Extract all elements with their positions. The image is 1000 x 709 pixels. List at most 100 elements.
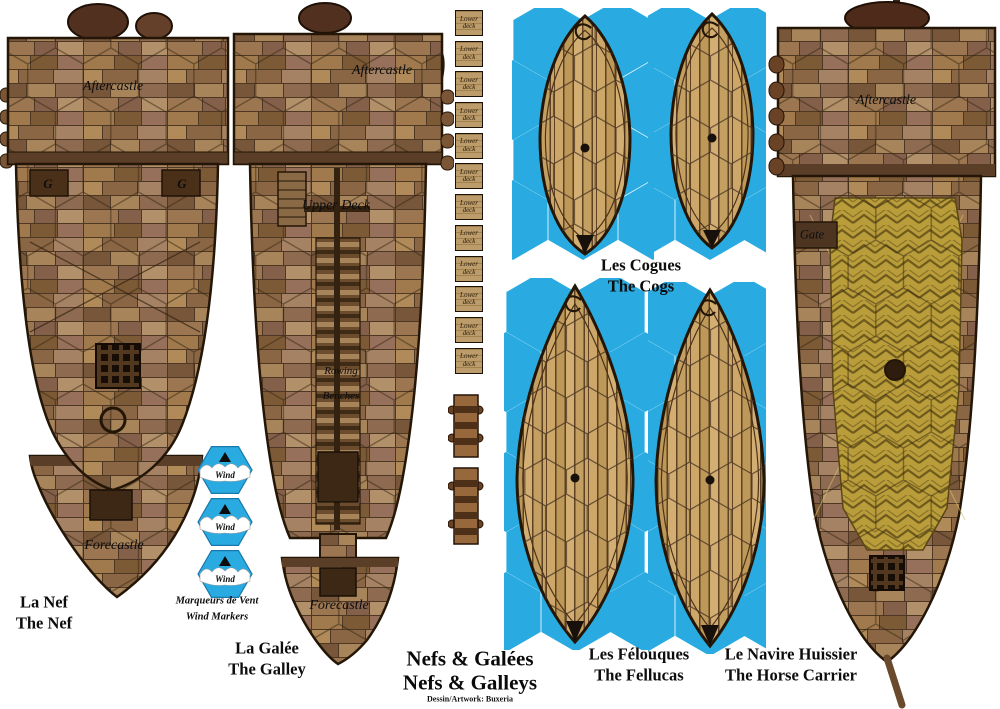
hc-gate-plank (794, 221, 838, 249)
galley-mast (334, 168, 340, 530)
lower-deck-marker: Lower deck (455, 40, 483, 67)
nef-art (0, 3, 230, 599)
sheet-title-fr: Nefs & Galées (406, 646, 534, 671)
wind-label: Wind (215, 470, 235, 480)
nef-forecastle-label: Forecastle (84, 538, 144, 553)
galley-name: La Galée The Galley (228, 638, 305, 679)
nef-aftercastle-section (6, 36, 230, 166)
galley-forecastle-label: Forecastle (309, 598, 369, 613)
galley-upper-deck-label: Upper Deck (301, 198, 371, 213)
cogs-name: Les Cogues The Cogs (601, 255, 681, 296)
sheet-title: Nefs & Galées Nefs & Galleys (403, 647, 537, 694)
wind-markers-art (197, 446, 253, 598)
lower-deck-marker: Lower deck (455, 10, 483, 36)
galley-aftercastle-label: Aftercastle (351, 63, 413, 78)
wind-label: Wind (215, 522, 235, 532)
nef-name: La Nef The Nef (16, 592, 72, 633)
nef-masthead (67, 3, 173, 41)
bow-mark (703, 230, 721, 248)
hc-hull (791, 174, 983, 709)
horse-carrier-name-fr: Le Navire Huissier (724, 644, 858, 664)
cog-1-art (512, 8, 654, 260)
galley-side-ridges (440, 89, 454, 171)
galley-rowing-label: Rowing (324, 365, 358, 377)
hc-gate-label: Gate (799, 227, 825, 242)
fellucas-name: Les Félouques The Fellucas (589, 644, 689, 685)
galley-aftercastle-section (232, 32, 444, 166)
wind-arrow-icon (219, 452, 231, 462)
nef-g-left-label: G (43, 176, 53, 191)
felluca-1-art (504, 278, 648, 650)
bow-mark (701, 625, 719, 646)
galley-masthead (298, 2, 352, 34)
fellucas-name-en: The Fellucas (594, 665, 684, 684)
horse-carrier-name: Le Navire Huissier The Horse Carrier (725, 644, 858, 685)
stem-curl (574, 23, 592, 41)
hc-aftercastle-label: Aftercastle (855, 93, 917, 108)
wind-marker (197, 446, 253, 494)
lower-deck-marker: Lower deck (455, 224, 483, 251)
gangplank (448, 394, 484, 458)
felluca-boat (515, 284, 635, 644)
galley-name-en: The Galley (228, 659, 306, 678)
gangplank (448, 467, 484, 545)
mast-step (705, 475, 715, 485)
hc-aftercastle-section (776, 26, 997, 178)
lower-deck-marker: Lower deck (455, 102, 483, 129)
cogs-name-fr: Les Cogues (600, 255, 682, 275)
cog-boat (538, 14, 632, 256)
wind-markers-caption: Marqueurs de Vent Wind Markers (176, 593, 259, 625)
nef-rigging (29, 241, 201, 333)
lower-deck-marker: Lower deck (455, 71, 483, 98)
wind-caption-fr: Marqueurs de Vent (175, 595, 259, 607)
galley-forecastle-piece (280, 533, 400, 666)
nef-g-right-label: G (177, 176, 187, 191)
wind-marker (197, 550, 253, 598)
felluca-boat (654, 288, 766, 648)
lower-deck-marker: Lower deck (455, 194, 483, 221)
galley-benches-label: Benches (322, 390, 360, 402)
gangplanks-art (448, 394, 484, 545)
cog-boat (669, 12, 755, 250)
hc-mast-step (884, 359, 906, 381)
nef-grate (95, 343, 141, 389)
wind-label: Wind (215, 574, 235, 584)
galley-hull (248, 162, 428, 540)
cog-2-art (648, 8, 766, 260)
sheet-credit: Dessin/Artwork: Buxeria (427, 694, 513, 704)
hc-bowsprit (883, 654, 906, 709)
wind-arrow-icon (219, 504, 231, 514)
wind-marker (197, 498, 253, 546)
sheet-title-en: Nefs & Galleys (402, 670, 538, 694)
lower-deck-marker: Lower deck (455, 255, 483, 282)
nef-name-en: The Nef (15, 613, 73, 632)
mast-step (570, 473, 580, 483)
nef-name-fr: La Nef (19, 592, 69, 612)
lower-deck-strip: Lower deck Lower deck Lower deck Lower d… (455, 10, 485, 374)
mast-step (707, 133, 717, 143)
lower-deck-marker: Lower deck (455, 347, 483, 374)
wind-caption-en: Wind Markers (185, 611, 249, 622)
nef-hull (14, 162, 220, 492)
lower-deck-marker: Lower deck (455, 132, 483, 159)
lower-deck-marker: Lower deck (455, 163, 483, 190)
nef-capstan (99, 406, 127, 434)
nef-hatch-left (29, 169, 69, 197)
nef-forecastle-hatch (89, 489, 133, 521)
bow-mark (576, 235, 594, 254)
stem-curl (564, 295, 582, 313)
horse-carrier-name-en: The Horse Carrier (725, 665, 857, 684)
fellucas-name-fr: Les Félouques (588, 644, 690, 664)
wind-arrow-icon (219, 556, 231, 566)
lower-deck-marker: Lower deck (455, 316, 483, 343)
hc-side-logs (768, 55, 785, 176)
felluca-2-art (648, 282, 766, 654)
galley-hatch (317, 451, 359, 503)
stem-curl (699, 299, 717, 317)
nef-hatch-right (161, 169, 201, 197)
galley-crossbar (304, 206, 370, 212)
lower-deck-marker: Lower deck (455, 286, 483, 313)
galley-name-fr: La Galée (235, 638, 299, 658)
bow-mark (566, 621, 584, 642)
